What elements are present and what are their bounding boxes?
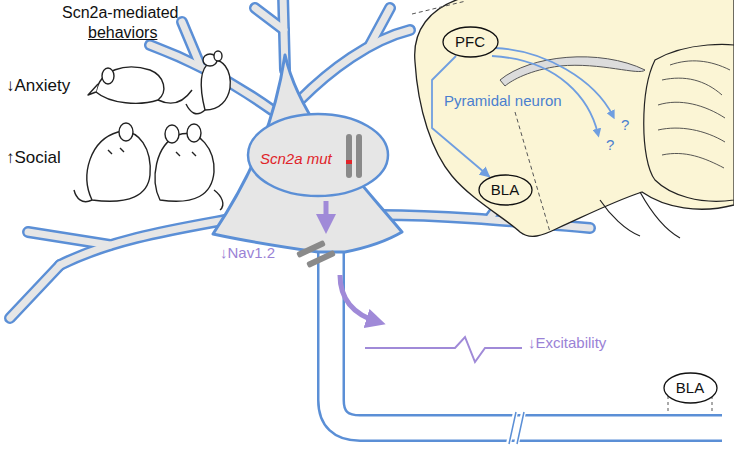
mouse-icons: [88, 51, 230, 114]
expression-arrow: [324, 201, 329, 226]
cell-label: Pyramidal neuron: [442, 92, 564, 109]
axon: [331, 240, 722, 446]
region-oval: PFC: [442, 26, 499, 58]
brain-sagittal: [412, 0, 734, 238]
sodium-channel: [296, 240, 336, 268]
soma: [213, 55, 402, 252]
behavior-label: ↓Anxiety: [6, 76, 70, 96]
effect-label: ↓Excitability: [528, 334, 606, 351]
region-oval: BLA: [663, 372, 718, 404]
region-oval: BLA: [478, 174, 533, 206]
node-text: PFC: [455, 33, 485, 50]
behavior-label: ↑Social: [6, 148, 61, 168]
spike-trace: [365, 337, 522, 362]
unknown-target: ?: [621, 116, 629, 133]
heading-text: behaviors: [88, 24, 157, 42]
channel-label: ↓Nav1.2: [220, 244, 275, 261]
nucleus: Scn2a mut: [246, 112, 390, 198]
node-text: BLA: [491, 181, 519, 198]
unknown-target: ?: [606, 136, 614, 153]
node-text: BLA: [676, 379, 704, 396]
projection-arrow: [432, 56, 490, 177]
heading-text: Scn2a-mediated: [62, 4, 179, 22]
effect-arrow: [340, 275, 378, 322]
degu-icons: [74, 123, 223, 210]
node-text: Scn2a mut: [260, 150, 332, 167]
